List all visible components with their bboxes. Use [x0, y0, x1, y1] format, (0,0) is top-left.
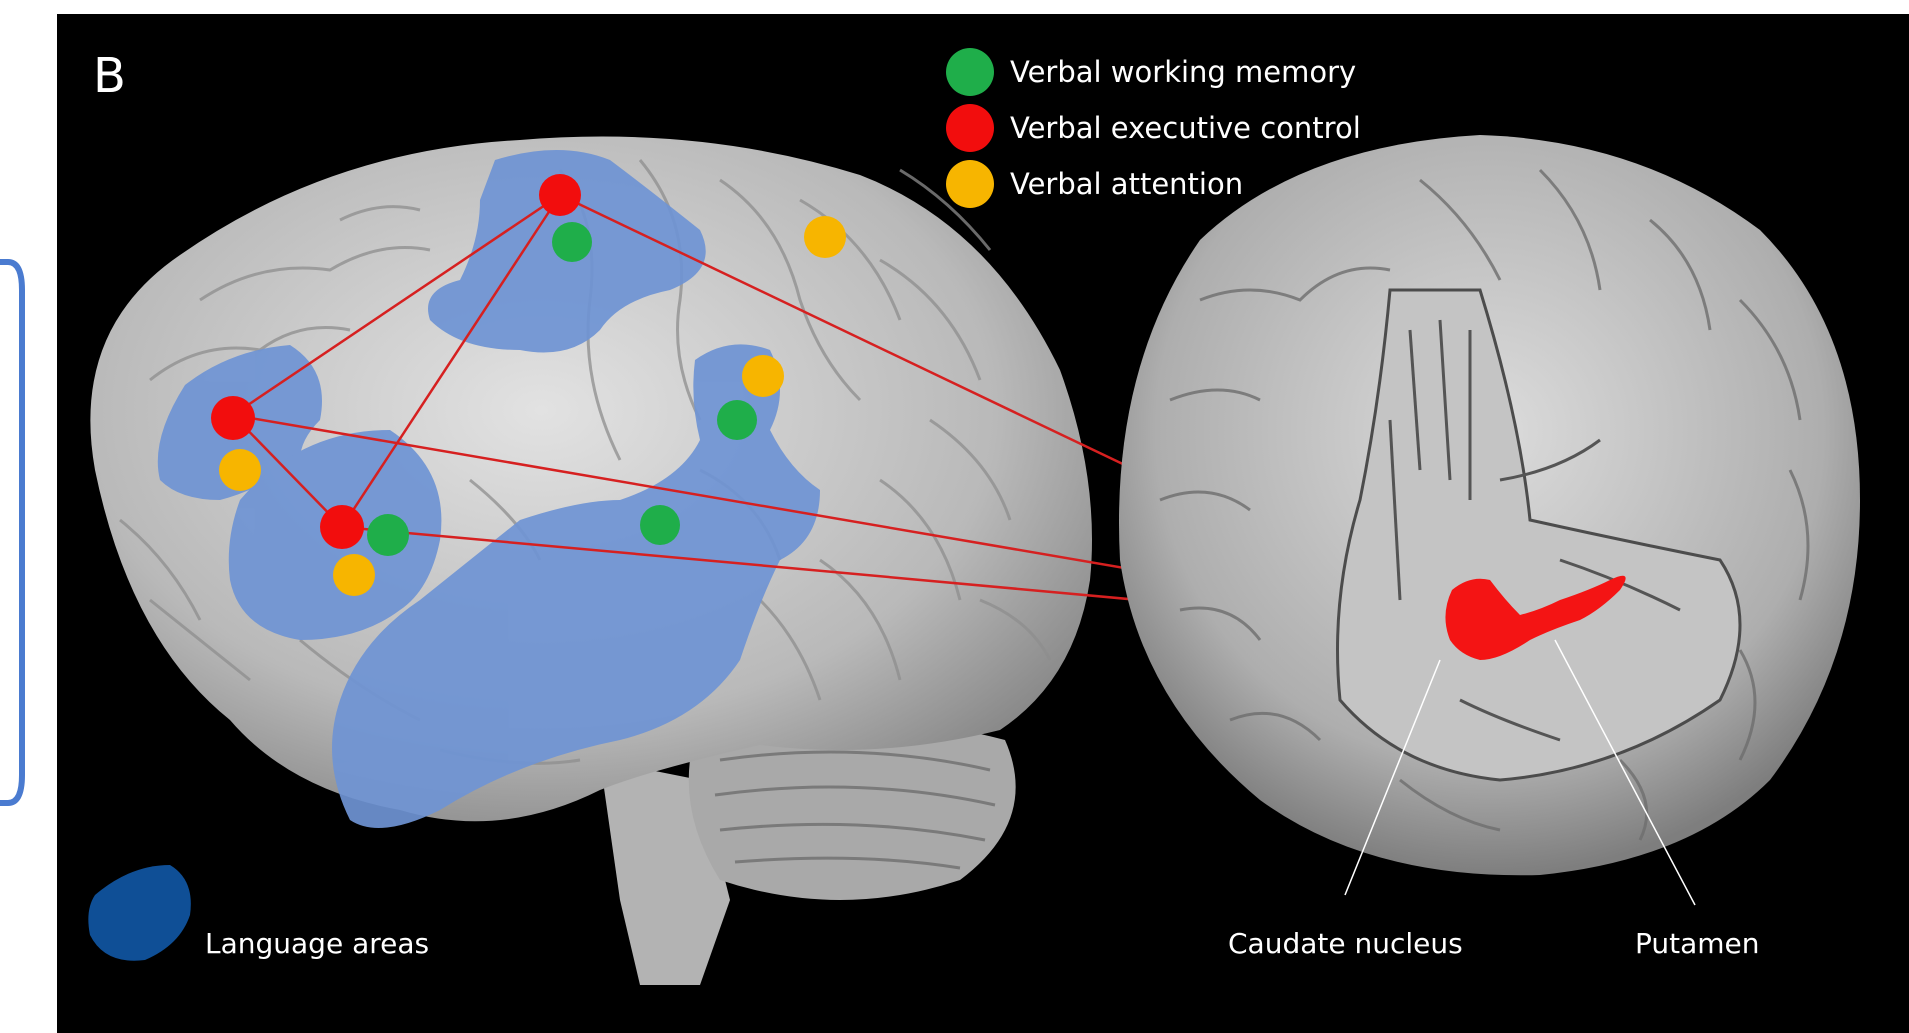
executive-control-dot [320, 505, 364, 549]
working-memory-dot [640, 505, 680, 545]
legend-working-memory-label: Verbal working memory [1010, 55, 1356, 89]
attention-dot [219, 449, 261, 491]
putamen-label: Putamen [1635, 927, 1760, 960]
attention-dot [333, 554, 375, 596]
legend-attention-label: Verbal attention [1010, 167, 1243, 201]
language-areas-label: Language areas [205, 927, 429, 960]
legend-attention-swatch [946, 160, 994, 208]
working-memory-dot [717, 400, 757, 440]
working-memory-dot [552, 222, 592, 262]
executive-control-dot [211, 396, 255, 440]
attention-dot [742, 355, 784, 397]
attention-dot [804, 216, 846, 258]
legend-working-memory-swatch [946, 48, 994, 96]
panel-letter: B [93, 48, 126, 104]
executive-control-dot [539, 174, 581, 216]
working-memory-dot [367, 514, 409, 556]
legend-executive-control-swatch [946, 104, 994, 152]
legend-executive-control-label: Verbal executive control [1010, 111, 1361, 145]
caudate-nucleus-label: Caudate nucleus [1228, 927, 1463, 960]
